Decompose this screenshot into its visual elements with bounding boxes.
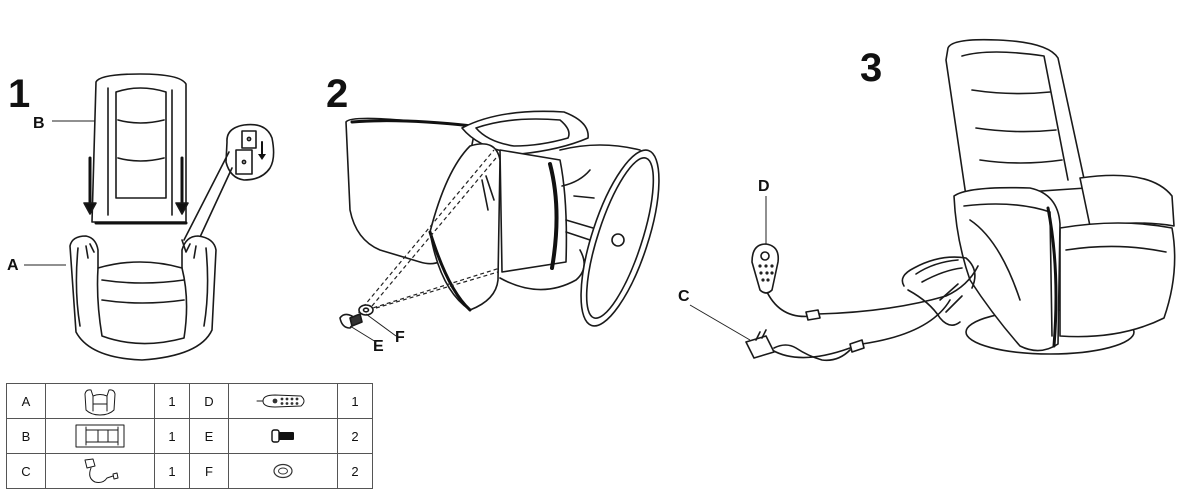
part-quantity: 1 <box>337 383 373 419</box>
callout-c-step3: C <box>678 288 690 305</box>
part-icon-cell <box>228 418 338 454</box>
part-letter: C <box>6 453 46 489</box>
part-icon-cell <box>228 453 338 489</box>
power-adapter-icon <box>84 458 119 483</box>
step-2-number: 2 <box>326 72 349 116</box>
remote-control-icon <box>256 394 305 408</box>
part-letter: E <box>189 418 229 454</box>
part-letter: F <box>189 453 229 489</box>
washer-part-f <box>358 304 374 316</box>
backrest-part-b <box>91 73 188 225</box>
part-quantity: 1 <box>154 383 190 419</box>
table-row: A 1 D 1 <box>6 383 373 419</box>
part-icon-cell <box>45 383 155 419</box>
table-row: C 1 F 2 <box>6 453 373 489</box>
bolt-icon <box>271 429 294 443</box>
part-icon-cell <box>45 418 155 454</box>
part-quantity: 1 <box>154 418 190 454</box>
part-icon-cell <box>45 453 155 489</box>
callout-b-step1: B <box>33 115 45 132</box>
callout-a-step1: A <box>7 257 19 274</box>
callout-d-step3: D <box>758 178 770 195</box>
step-1-illustration <box>24 73 275 361</box>
table-row: B 1 E 2 <box>6 418 373 454</box>
part-quantity: 1 <box>154 453 190 489</box>
backrest-icon <box>75 424 125 448</box>
part-letter: D <box>189 383 229 419</box>
part-icon-cell <box>228 383 338 419</box>
part-quantity: 2 <box>337 418 373 454</box>
step-3-number: 3 <box>860 46 883 90</box>
step-1-number: 1 <box>8 72 31 116</box>
step-3-illustration <box>689 38 1176 362</box>
assembled-recliner-chair <box>945 38 1176 355</box>
washer-icon <box>273 463 293 479</box>
part-quantity: 2 <box>337 453 373 489</box>
callout-f-step2: F <box>395 329 405 346</box>
callout-e-step2: E <box>373 338 384 355</box>
step-2-illustration <box>339 110 660 343</box>
parts-list-table: A 1 D 1 B 1 E <box>6 383 373 489</box>
armchair-base-icon <box>84 389 116 416</box>
remote-control-part-d <box>751 243 780 294</box>
part-letter: A <box>6 383 46 419</box>
power-adapter-part-c <box>745 329 851 362</box>
seat-base-part-a <box>69 235 217 361</box>
bolt-part-e <box>339 313 363 329</box>
part-letter: B <box>6 418 46 454</box>
